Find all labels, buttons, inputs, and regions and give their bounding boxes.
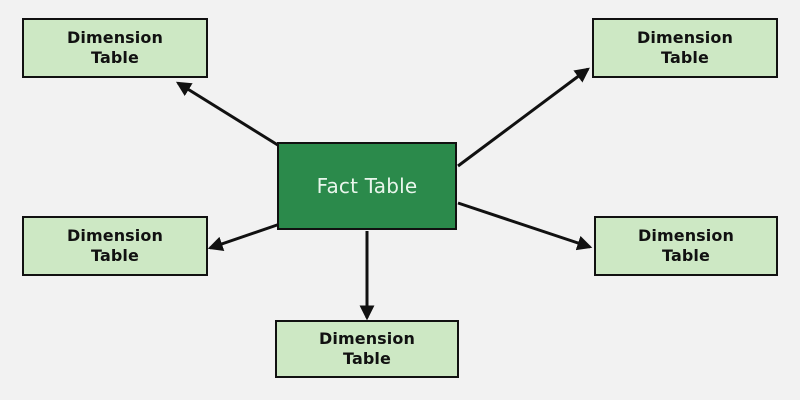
dimension-table-label: Dimension Table bbox=[67, 28, 163, 67]
edge-fact-to-top-left bbox=[175, 81, 282, 149]
fact-table-label: Fact Table bbox=[316, 173, 418, 198]
dimension-table-node-bottom-left[interactable]: Dimension Table bbox=[22, 216, 208, 276]
dimension-table-label: Dimension Table bbox=[319, 329, 415, 368]
edge-fact-to-bottom-left bbox=[207, 222, 281, 252]
dimension-table-node-bottom-center[interactable]: Dimension Table bbox=[275, 320, 459, 378]
dimension-table-node-top-right[interactable]: Dimension Table bbox=[592, 18, 778, 78]
dimension-table-node-top-left[interactable]: Dimension Table bbox=[22, 18, 208, 78]
dimension-table-node-bottom-right[interactable]: Dimension Table bbox=[594, 216, 778, 276]
fact-table-node[interactable]: Fact Table bbox=[277, 142, 457, 230]
dimension-table-label: Dimension Table bbox=[638, 226, 734, 265]
dimension-table-label: Dimension Table bbox=[67, 226, 163, 265]
edge-fact-to-top-right bbox=[457, 67, 590, 168]
edge-fact-to-bottom-right bbox=[457, 201, 593, 251]
dimension-table-label: Dimension Table bbox=[637, 28, 733, 67]
